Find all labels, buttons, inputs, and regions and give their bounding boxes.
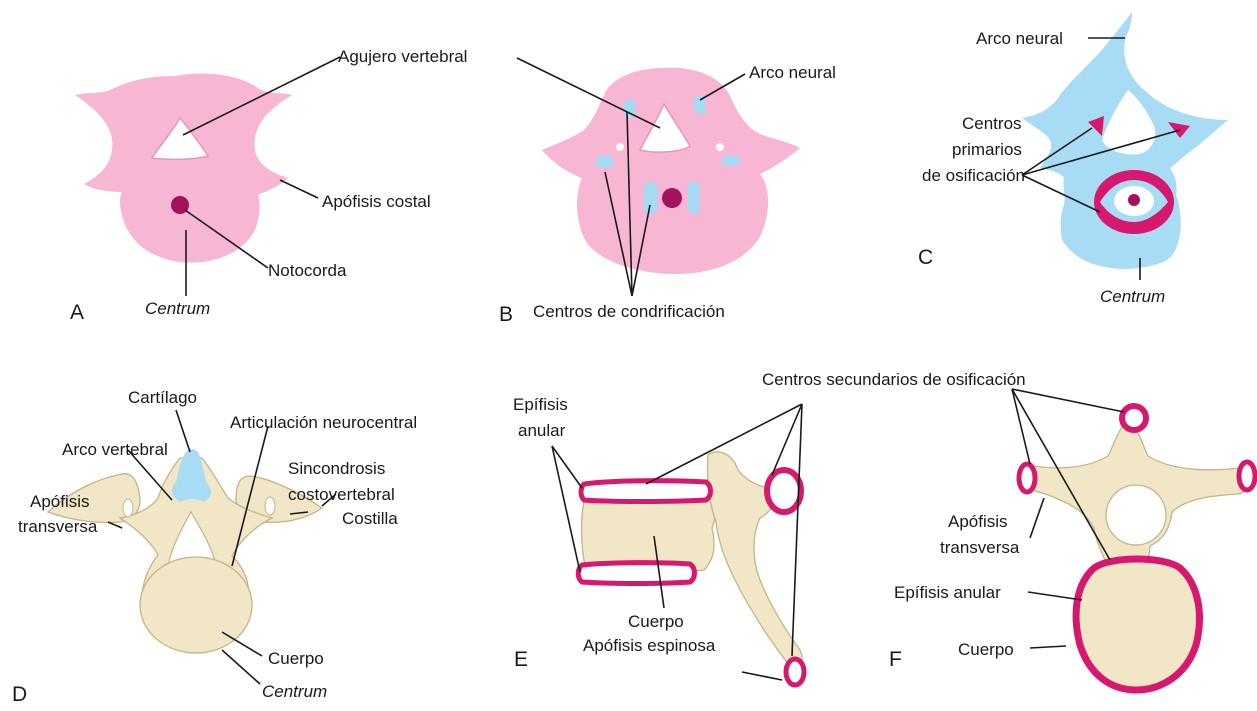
panel-b: B Centros de condrificación Arco neural: [499, 58, 836, 326]
panel-f: F Apófisis transversa Epífisis anular Cu…: [889, 389, 1255, 690]
panel-c-notochord: [1128, 194, 1140, 206]
primary-centers-label-line1: Centros: [962, 114, 1022, 133]
chondrification-center: [596, 156, 614, 167]
panel-e-body-label: Cuerpo: [628, 612, 684, 631]
panel-d-vertebral-arch-label: Arco vertebral: [62, 440, 168, 459]
panel-d-cartilage-label: Cartílago: [128, 388, 197, 407]
panel-f-transverse-line1: Apófisis: [948, 512, 1008, 531]
panel-f-vertebral-foramen: [1106, 485, 1166, 545]
panel-e-spinous-label: Apófisis espinosa: [583, 636, 716, 655]
primary-centers-label-line2: primarios: [952, 140, 1022, 159]
panel-d-neurocentral-joint-label: Articulación neurocentral: [230, 413, 417, 432]
panel-d: D Cartílago Articulación neurocentral Ar…: [12, 388, 417, 706]
panel-b-letter: B: [499, 303, 513, 326]
panel-b-small-foramen: [616, 143, 624, 151]
panel-a-costal-process-label: Apófisis costal: [322, 192, 431, 211]
chondrification-center: [644, 182, 657, 214]
panel-c: C Arco neural Centros primarios de osifi…: [918, 12, 1228, 306]
panel-a: A Centrum Notocorda Apófisis costal Aguj…: [70, 47, 467, 324]
secondary-center-transverse: [1239, 462, 1255, 490]
panel-d-costovertebral-foramen: [123, 499, 133, 517]
secondary-center-spinous: [1122, 406, 1146, 430]
panel-b-vertebra-shape: [542, 68, 800, 274]
annular-epiphysis-upper: [581, 481, 711, 502]
chondrification-center: [687, 182, 700, 214]
panel-a-vertebra-shape: [75, 73, 292, 262]
annular-epiphysis-lower: [578, 563, 694, 584]
panel-c-neural-arch-label: Arco neural: [976, 29, 1063, 48]
panel-f-vertebral-body: [1076, 559, 1199, 690]
panel-d-synchondrosis-line1: Sincondrosis: [288, 459, 385, 478]
panel-f-body-label: Cuerpo: [958, 640, 1014, 659]
primary-centers-label-line3: de osificación: [922, 166, 1025, 185]
panel-d-letter: D: [12, 683, 27, 706]
chondrification-centers-label: Centros de condrificación: [533, 302, 725, 321]
panel-d-synchondrosis-line2: costovertebral: [288, 485, 395, 504]
chondrification-center: [694, 96, 706, 114]
panel-d-centrum: [140, 557, 252, 653]
panel-e-annular-line1: Epífisis: [513, 395, 568, 414]
panel-c-letter: C: [918, 246, 933, 269]
panel-a-notochord-label: Notocorda: [268, 261, 347, 280]
panel-a-centrum-label: Centrum: [145, 299, 210, 318]
vertebral-foramen-label: Agujero vertebral: [338, 47, 467, 66]
secondary-center-spinous: [786, 659, 804, 685]
secondary-centers-label: Centros secundarios de osificación: [762, 370, 1026, 389]
secondary-center-transverse: [767, 470, 801, 512]
secondary-center-transverse: [1019, 464, 1035, 492]
panel-d-transverse-line1: Apófisis: [30, 492, 90, 511]
panel-e-annular-line2: anular: [518, 421, 566, 440]
panel-d-costovertebral-foramen: [265, 497, 275, 515]
panel-f-transverse-line2: transversa: [940, 538, 1020, 557]
panel-f-annular-label: Epífisis anular: [894, 583, 1001, 602]
panel-a-letter: A: [70, 301, 84, 324]
panel-b-neural-arch-label: Arco neural: [749, 63, 836, 82]
panel-c-centrum-label: Centrum: [1100, 287, 1165, 306]
panel-b-notochord: [662, 188, 682, 208]
panel-b-small-foramen: [716, 143, 724, 151]
panel-f-letter: F: [889, 648, 902, 671]
panel-e-letter: E: [514, 648, 528, 671]
panel-d-rib-label: Costilla: [342, 509, 398, 528]
panel-d-body-label: Cuerpo: [268, 649, 324, 668]
panel-d-transverse-line2: transversa: [18, 517, 98, 536]
chondrification-center: [722, 155, 740, 166]
panel-d-centrum-label: Centrum: [262, 682, 327, 701]
